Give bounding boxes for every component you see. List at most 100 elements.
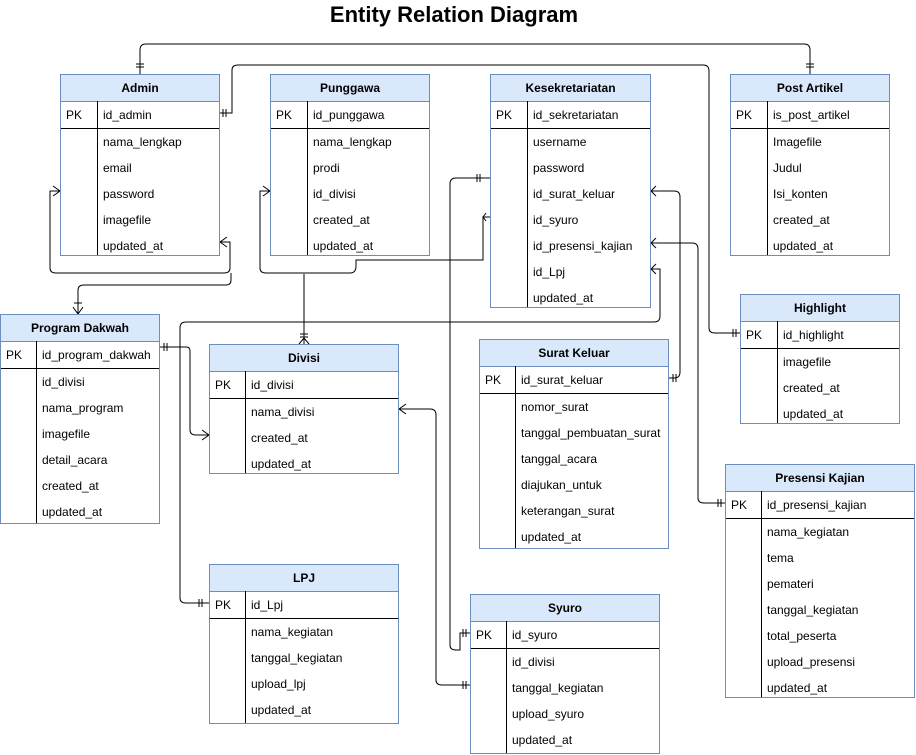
entity-admin: Admin PK id_admin nama_lengkap email pas…: [60, 74, 220, 256]
attr-field: tanggal_acara: [521, 452, 598, 466]
pk-field: id_divisi: [251, 378, 294, 392]
attr-field: upload_presensi: [767, 655, 856, 669]
rel-kesek-presensi-marks: [650, 237, 722, 507]
pk-row: PK id_divisi: [210, 372, 398, 399]
pk-field: id_surat_keluar: [521, 373, 604, 387]
attr-field: updated_at: [773, 239, 834, 253]
attr-field: tanggal_kegiatan: [767, 603, 859, 617]
rel-kesek-surat-keluar-marks: [650, 185, 677, 382]
diagram-title: Entity Relation Diagram: [329, 2, 579, 27]
entity-title: Surat Keluar: [480, 340, 668, 367]
attr-field: password: [103, 187, 155, 201]
entity-punggawa: Punggawa PK id_punggawa nama_lengkap pro…: [270, 74, 430, 256]
attr-field: Imagefile: [773, 135, 822, 149]
attr-field: id_divisi: [42, 375, 85, 389]
entity-title: Divisi: [210, 345, 398, 372]
pk-row: PK id_surat_keluar: [480, 367, 668, 394]
attr-field: Judul: [773, 161, 802, 175]
attr-field: id_presensi_kajian: [533, 239, 633, 253]
pk-field: id_highlight: [783, 328, 844, 342]
entity-lpj: LPJ PK id_Lpj nama_kegiatan tanggal_kegi…: [209, 564, 399, 724]
rel-kesek-syuro: [449, 177, 490, 651]
attr-field: created_at: [773, 213, 830, 227]
entity-program-dakwah: Program Dakwah PK id_program_dakwah id_d…: [0, 314, 160, 524]
attr-field: id_divisi: [512, 655, 555, 669]
pk-label: PK: [736, 108, 753, 122]
pk-field: is_post_artikel: [773, 108, 850, 122]
attr-field: username: [533, 135, 587, 149]
attr-field: nama_kegiatan: [251, 625, 334, 639]
attr-field: created_at: [783, 381, 840, 395]
rel-admin-post-artikel: [139, 43, 811, 74]
rel-program-lpj-marks: [163, 343, 210, 441]
attr-field: updated_at: [313, 239, 374, 253]
attr-field: detail_acara: [42, 453, 108, 467]
rel-admin-program-dakwah: [49, 190, 231, 274]
pk-field: id_syuro: [512, 628, 558, 642]
pk-label: PK: [476, 628, 493, 642]
attr-field: updated_at: [783, 407, 844, 421]
attr-field: upload_syuro: [512, 707, 585, 721]
entity-syuro: Syuro PK id_syuro id_divisi tanggal_kegi…: [470, 594, 660, 754]
attr-field: updated_at: [767, 681, 828, 695]
rel-program-dakwah-up: [77, 273, 232, 314]
pk-label: PK: [485, 373, 502, 387]
entity-presensi-kajian: Presensi Kajian PK id_presensi_kajian na…: [725, 464, 915, 698]
pk-field: id_presensi_kajian: [767, 498, 867, 512]
attr-field: nomor_surat: [521, 400, 589, 414]
attr-field: tanggal_kegiatan: [251, 651, 343, 665]
entity-surat-keluar: Surat Keluar PK id_surat_keluar nomor_su…: [479, 339, 669, 549]
pk-label: PK: [276, 108, 293, 122]
entity-divisi: Divisi PK id_divisi nama_divisi created_…: [209, 344, 399, 474]
rel-kesek-presensi: [651, 242, 725, 504]
entity-highlight: Highlight PK id_highlight imagefile crea…: [740, 294, 900, 424]
rel-admin-post-artikel-marks: [136, 63, 814, 68]
attr-field: updated_at: [521, 530, 582, 544]
attr-field: nama_lengkap: [103, 135, 182, 149]
rel-kesek-syuro-marks: [462, 174, 481, 637]
pk-label: PK: [6, 348, 23, 362]
attr-field: id_Lpj: [533, 265, 566, 279]
pk-label: PK: [746, 328, 763, 342]
entity-kesekretariatan: Kesekretariatan PK id_sekretariatan user…: [490, 74, 651, 308]
attr-field: updated_at: [103, 239, 164, 253]
entity-title: Syuro: [471, 595, 659, 622]
pk-field: id_admin: [103, 108, 152, 122]
attr-field: nama_lengkap: [313, 135, 392, 149]
attr-field: id_surat_keluar: [533, 187, 616, 201]
attr-field: password: [533, 161, 585, 175]
attr-field: tanggal_kegiatan: [512, 681, 604, 695]
entity-title: Admin: [61, 75, 219, 102]
entity-title: Highlight: [741, 295, 899, 322]
attr-field: diajukan_untuk: [521, 478, 602, 492]
attr-field: imagefile: [42, 427, 91, 441]
pk-row: PK is_post_artikel: [731, 102, 889, 129]
attr-field: updated_at: [512, 733, 573, 747]
attr-field: prodi: [313, 161, 340, 175]
pk-label: PK: [496, 108, 513, 122]
pk-row: PK id_highlight: [741, 322, 899, 349]
pk-row: PK id_sekretariatan: [491, 102, 650, 129]
attr-field: tema: [767, 551, 794, 565]
pk-label: PK: [215, 598, 232, 612]
rel-program-lpj: [160, 346, 209, 436]
attr-field: imagefile: [103, 213, 152, 227]
pk-field: id_sekretariatan: [533, 108, 619, 122]
entity-title: LPJ: [210, 565, 398, 592]
rel-punggawa-divisi: [259, 190, 490, 274]
attr-field: nama_divisi: [251, 405, 315, 419]
rel-admin-highlight-marks: [222, 109, 737, 337]
rel-kesek-lpj-marks: [198, 263, 657, 607]
attr-field: created_at: [42, 479, 99, 493]
attr-field: pemateri: [767, 577, 814, 591]
pk-field: id_program_dakwah: [42, 348, 151, 362]
attr-field: id_divisi: [313, 187, 356, 201]
entity-title: Presensi Kajian: [726, 465, 914, 492]
pk-field: id_Lpj: [251, 598, 284, 612]
pk-row: PK id_admin: [61, 102, 219, 129]
attr-field: nama_program: [42, 401, 124, 415]
pk-row: PK id_syuro: [471, 622, 659, 649]
attr-field: updated_at: [251, 457, 312, 471]
entity-title: Post Artikel: [731, 75, 889, 102]
